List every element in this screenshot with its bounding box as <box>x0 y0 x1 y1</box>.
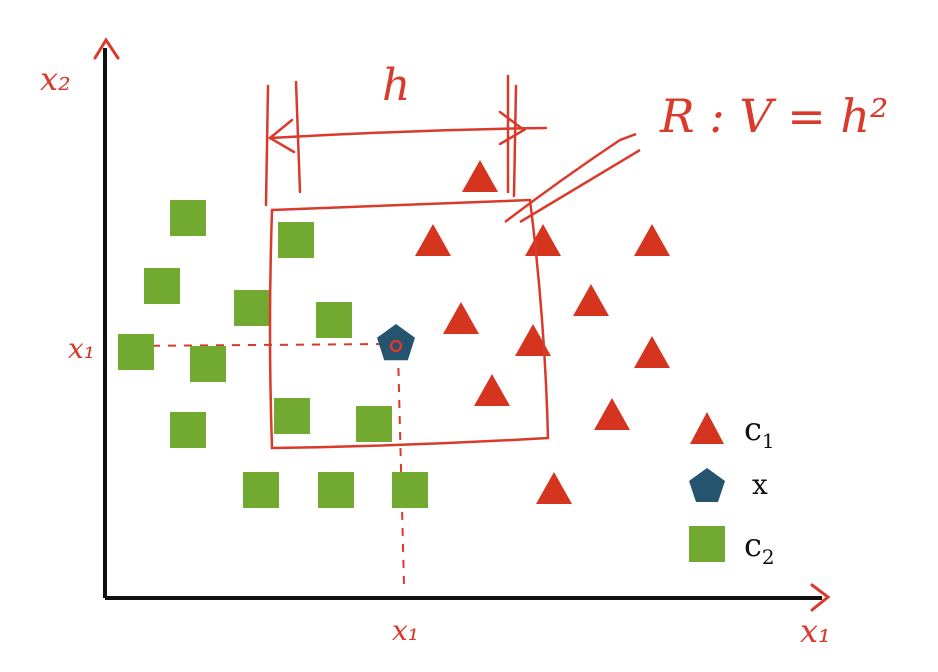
horizontal-projection <box>119 343 391 347</box>
width-left-bar-1 <box>264 84 270 207</box>
c2-square-2 <box>278 222 314 258</box>
c2-square-10 <box>170 412 206 448</box>
c1-points <box>415 160 670 504</box>
c2-square-4 <box>234 290 270 326</box>
c2-square-13 <box>392 472 428 508</box>
c1-triangle-2 <box>415 224 451 256</box>
axes <box>103 48 822 600</box>
c2-square-12 <box>318 472 354 508</box>
width-right-bar-2 <box>512 84 518 198</box>
width-marker <box>264 74 548 207</box>
c1-triangle-6 <box>573 284 609 316</box>
y-axis-arrow <box>93 37 120 60</box>
c1-triangle-5 <box>443 302 479 334</box>
x2-axis-label: x₂ <box>40 60 71 98</box>
c2-square-3 <box>144 268 180 304</box>
c1-triangle-11 <box>536 472 572 504</box>
legend-c1-marker <box>690 412 724 444</box>
legend-x-label: x <box>752 468 768 501</box>
query-center-mark <box>389 339 403 353</box>
x1-query-label: x₁ <box>392 614 419 647</box>
legend-c2-label: c2 <box>744 526 775 569</box>
c1-triangle-7 <box>515 324 551 356</box>
query-point <box>377 324 415 361</box>
width-arrow-left <box>267 118 296 154</box>
c2-points <box>118 200 428 508</box>
projection-lines <box>119 343 405 586</box>
region-window <box>268 198 550 450</box>
x-axis-arrow <box>810 583 831 612</box>
c2-square-6 <box>118 334 154 370</box>
c2-square-5 <box>316 302 352 338</box>
vertical-projection <box>397 351 405 586</box>
legend-c1-label: c1 <box>744 410 775 453</box>
region-label: R : V = h² <box>659 89 888 143</box>
c2-square-1 <box>170 200 206 236</box>
c1-triangle-9 <box>474 374 510 406</box>
c1-triangle-10 <box>594 398 630 430</box>
legend-x-marker <box>689 468 725 502</box>
region-pointer <box>504 132 637 223</box>
width-label: h <box>382 60 410 111</box>
width-span-line <box>268 126 548 140</box>
c2-square-11 <box>243 472 279 508</box>
c2-square-7 <box>190 346 226 382</box>
c2-square-9 <box>356 406 392 442</box>
axis-arrows <box>93 37 831 612</box>
c1-triangle-1 <box>462 160 498 192</box>
legend: c1 x c2 <box>689 410 775 569</box>
c2-square-8 <box>274 398 310 434</box>
c1-triangle-4 <box>634 224 670 256</box>
width-arrow-right <box>498 110 527 146</box>
region-pointer-2 <box>519 148 641 224</box>
x2-query-label: x₁ <box>68 332 95 365</box>
legend-c2-marker <box>689 526 725 562</box>
x1-axis-label: x₁ <box>800 612 831 650</box>
c1-triangle-3 <box>525 224 561 256</box>
c1-triangle-8 <box>634 336 670 368</box>
